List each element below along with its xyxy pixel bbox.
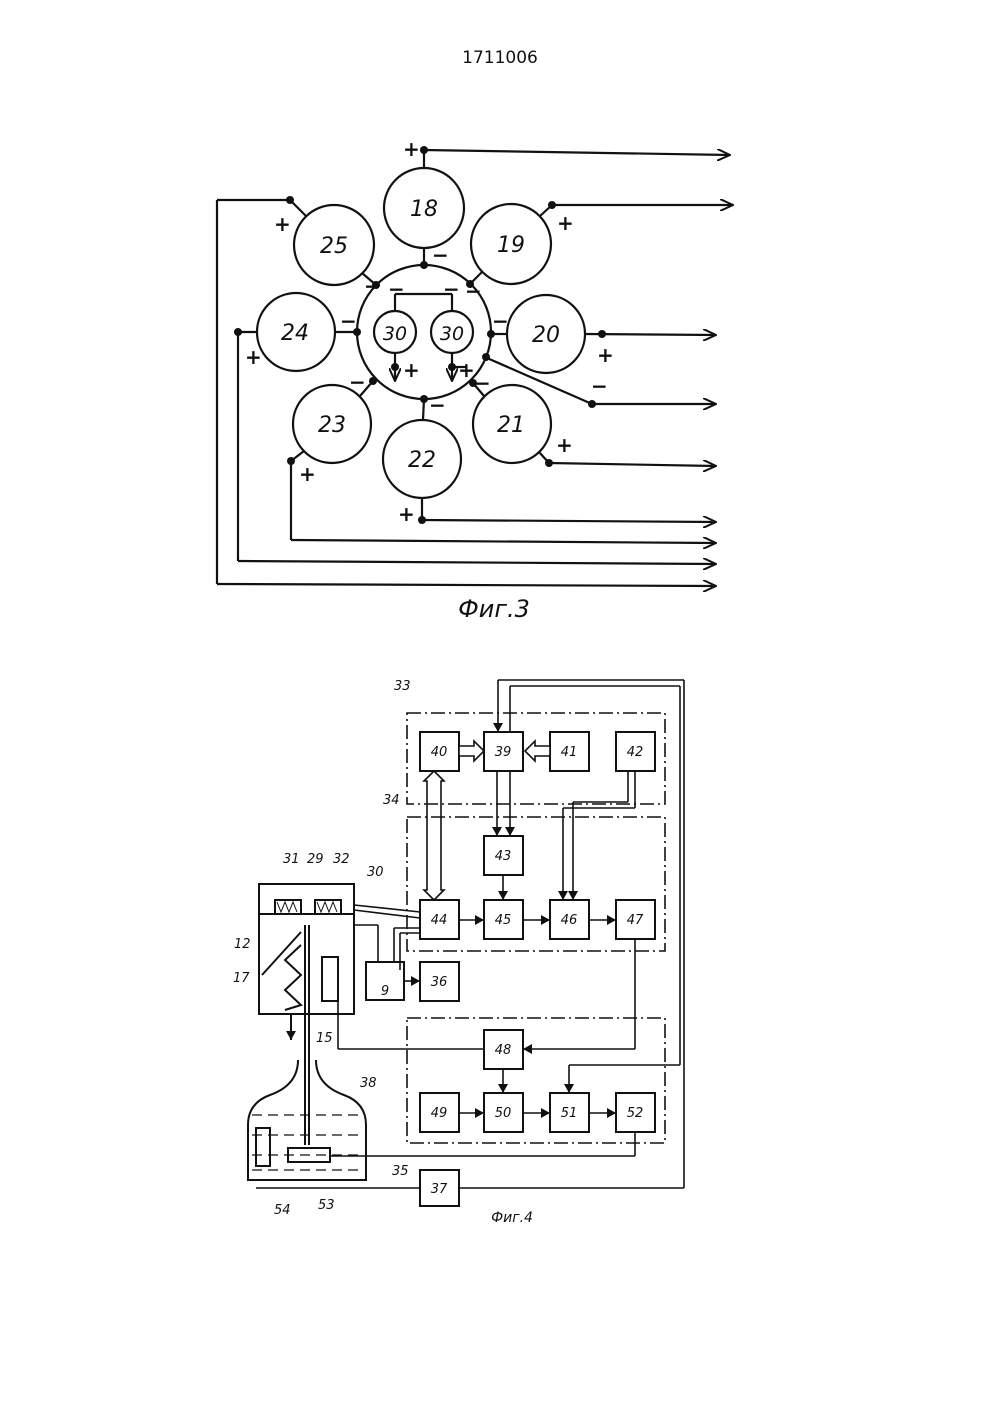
cell-18-label: 18 bbox=[410, 197, 438, 222]
ref-12: 12 bbox=[234, 937, 251, 952]
block-9-label: 9 bbox=[381, 984, 389, 999]
sign-plus: + bbox=[245, 345, 262, 369]
bus-40-44 bbox=[424, 771, 444, 900]
figure-3-caption: Фиг.3 bbox=[458, 595, 530, 623]
sign-plus: + bbox=[597, 343, 614, 367]
sign-minus: − bbox=[465, 279, 482, 303]
ref-35: 35 bbox=[392, 1164, 409, 1179]
sign-minus: − bbox=[591, 374, 608, 398]
cell-21-label: 21 bbox=[497, 413, 525, 438]
sign-minus: − bbox=[429, 393, 446, 417]
ref-15: 15 bbox=[316, 1031, 333, 1046]
ref-30: 30 bbox=[367, 865, 384, 880]
ref-34: 34 bbox=[383, 793, 400, 808]
ref-38: 38 bbox=[360, 1076, 377, 1091]
block-49-label: 49 bbox=[431, 1106, 448, 1121]
block-46-label: 46 bbox=[561, 913, 578, 928]
sign-minus: − bbox=[364, 274, 381, 298]
ref-31: 31 bbox=[283, 852, 300, 867]
sign-plus: + bbox=[398, 502, 415, 526]
cell-19-label: 19 bbox=[497, 233, 525, 258]
cell-20-label: 20 bbox=[532, 323, 560, 348]
bus-41-39 bbox=[525, 741, 550, 761]
ref-54: 54 bbox=[274, 1203, 291, 1218]
block-48-label: 48 bbox=[495, 1043, 512, 1058]
figure-4-caption: Фиг.4 bbox=[491, 1210, 533, 1226]
figure-4: 40 39 41 42 43 44 45 46 47 9 36 48 49 50… bbox=[0, 640, 1000, 1414]
block-37-label: 37 bbox=[431, 1182, 448, 1197]
block-50-label: 50 bbox=[495, 1106, 512, 1121]
block-45-label: 45 bbox=[495, 913, 512, 928]
ref-53: 53 bbox=[318, 1198, 335, 1213]
ref-32: 32 bbox=[333, 852, 350, 867]
cell-23-label: 23 bbox=[318, 413, 346, 438]
block-51-label: 51 bbox=[561, 1106, 578, 1121]
block-41-label: 41 bbox=[561, 745, 578, 760]
sign-plus: + bbox=[556, 433, 573, 457]
sign-minus: − bbox=[349, 370, 366, 394]
ref-17: 17 bbox=[233, 971, 250, 986]
block-42-label: 42 bbox=[627, 745, 644, 760]
block-36-label: 36 bbox=[431, 975, 448, 990]
block-44-label: 44 bbox=[431, 913, 448, 928]
block-43-label: 43 bbox=[495, 849, 512, 864]
cell-25-label: 25 bbox=[320, 234, 348, 259]
sign-minus: − bbox=[492, 309, 509, 333]
cell-22-label: 22 bbox=[408, 448, 436, 473]
block-40-label: 40 bbox=[431, 745, 448, 760]
block-47-label: 47 bbox=[627, 913, 644, 928]
sign-plus: + bbox=[403, 137, 420, 161]
figure-3: 18 19 20 21 22 23 24 25 30 30 + + + + + … bbox=[0, 0, 1000, 640]
sign-plus: + bbox=[274, 212, 291, 236]
sign-minus: − bbox=[340, 309, 357, 333]
sign-plus: + bbox=[458, 358, 475, 382]
sign-minus: − bbox=[443, 277, 460, 301]
sign-plus: + bbox=[557, 211, 574, 235]
sign-plus: + bbox=[403, 358, 420, 382]
ref-33: 33 bbox=[394, 679, 411, 694]
inner-cell-30-left-label: 30 bbox=[383, 323, 407, 345]
heater-coil bbox=[285, 945, 301, 1010]
sensor-54 bbox=[256, 1128, 270, 1166]
ref-29: 29 bbox=[307, 852, 324, 867]
sign-minus: − bbox=[432, 243, 449, 267]
bus-40-39 bbox=[459, 741, 484, 761]
element-15 bbox=[322, 957, 338, 1001]
sign-minus: − bbox=[474, 371, 491, 395]
block-39-label: 39 bbox=[495, 745, 512, 760]
sign-plus: + bbox=[299, 462, 316, 486]
inner-cell-30-right-label: 30 bbox=[440, 323, 464, 345]
cell-24-label: 24 bbox=[281, 321, 309, 346]
sign-minus: − bbox=[388, 277, 405, 301]
block-52-label: 52 bbox=[627, 1106, 644, 1121]
